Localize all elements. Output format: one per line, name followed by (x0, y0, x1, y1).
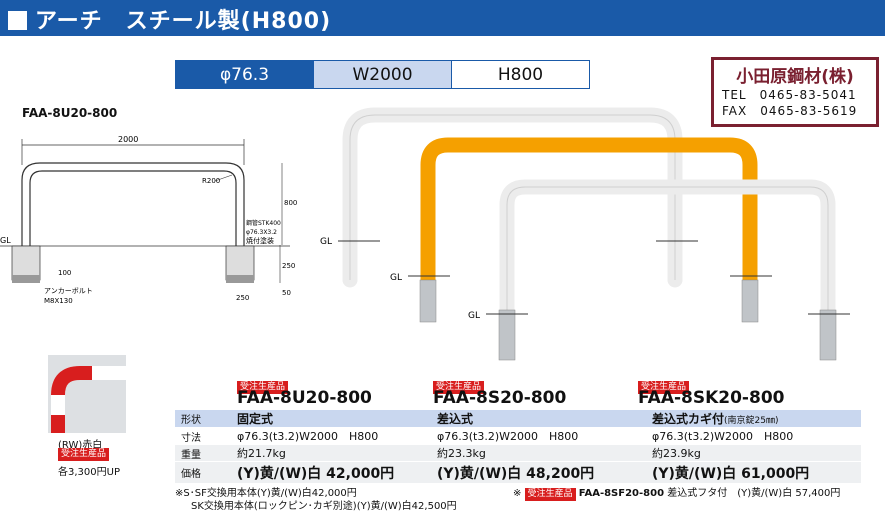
spec-width: W2000 (314, 61, 452, 88)
swatch-name: (RW)赤白 (58, 440, 103, 451)
swatch-order-badge: 受注生産品 (58, 448, 110, 461)
order-badge-2: 受注生産品 (433, 381, 485, 394)
spec-bar: φ76.3 W2000 H800 (175, 60, 590, 89)
dim-height: 800 (284, 199, 297, 207)
material-size: φ76.3X3.2 (246, 229, 277, 236)
order-badge-1: 受注生産品 (237, 381, 289, 394)
red-white-swatch (48, 355, 126, 433)
material-label: 鋼管STK400 (246, 219, 281, 227)
coating-label: 焼付塗装 (246, 236, 274, 245)
dim-width: 2000 (118, 135, 138, 144)
drawing-model-label: FAA-8U20-800 (22, 106, 118, 120)
note-2: SK交換用本体(ロックピン･カギ別途)(Y)黄/(W)白42,500円 (191, 501, 457, 512)
anchor-label: アンカーボルト (44, 287, 93, 295)
square-icon (8, 11, 27, 30)
table-row: 重量 約21.7kg 約23.3kg 約23.9kg (175, 445, 861, 462)
header-bar: アーチ スチール製(H800) (0, 0, 885, 36)
model-name-2: FAA-8S20-800 (433, 388, 567, 408)
model-name-1: FAA-8U20-800 (237, 388, 372, 408)
gl-label: GL (0, 236, 11, 245)
spec-height: H800 (452, 61, 589, 88)
dim-250h: 250 (236, 294, 249, 302)
note-1: ※S･SF交換用本体(Y)黄/(W)白42,000円 (175, 488, 357, 499)
company-fax: FAX 0465-83-5619 (722, 104, 858, 118)
company-name: 小田原鋼材(株) (736, 67, 854, 87)
product-photos: GL GL GL (320, 107, 850, 361)
page-title: アーチ スチール製(H800) (8, 3, 331, 35)
model-name-3: FAA-8SK20-800 (638, 388, 785, 408)
spec-diameter: φ76.3 (176, 61, 314, 88)
table-row: 形状 固定式 差込式 差込式カギ付(南京錠25㎜) (175, 410, 861, 428)
dim-100: 100 (58, 269, 71, 277)
table-row: 価格 (Y)黄/(W)白 42,000円 (Y)黄/(W)白 48,200円 (… (175, 462, 861, 484)
table-row: 寸法 φ76.3(t3.2)W2000 H800 φ76.3(t3.2)W200… (175, 428, 861, 445)
photo-gl-2: GL (390, 273, 402, 283)
dim-radius: R200 (202, 177, 220, 185)
order-badge-3: 受注生産品 (638, 381, 690, 394)
anchor-size: M8X130 (44, 297, 73, 305)
company-tel: TEL 0465-83-5041 (722, 88, 857, 102)
note-3: ※ 受注生産品 FAA-8SF20-800 差込式フタ付 (Y)黄/(W)白 5… (513, 488, 841, 501)
dim-250v: 250 (282, 262, 295, 270)
technical-drawing: 2000 R200 800 250 50 鋼管STK400 φ76.3X3.2 … (0, 135, 297, 305)
swatch-price: 各3,300円UP (58, 467, 120, 478)
photo-gl-3: GL (468, 311, 480, 321)
dim-50: 50 (282, 289, 291, 297)
company-box: 小田原鋼材(株) TEL 0465-83-5041 FAX 0465-83-56… (711, 57, 879, 127)
photo-gl-1: GL (320, 237, 332, 247)
spec-table: 形状 固定式 差込式 差込式カギ付(南京錠25㎜) 寸法 φ76.3(t3.2)… (175, 410, 861, 484)
